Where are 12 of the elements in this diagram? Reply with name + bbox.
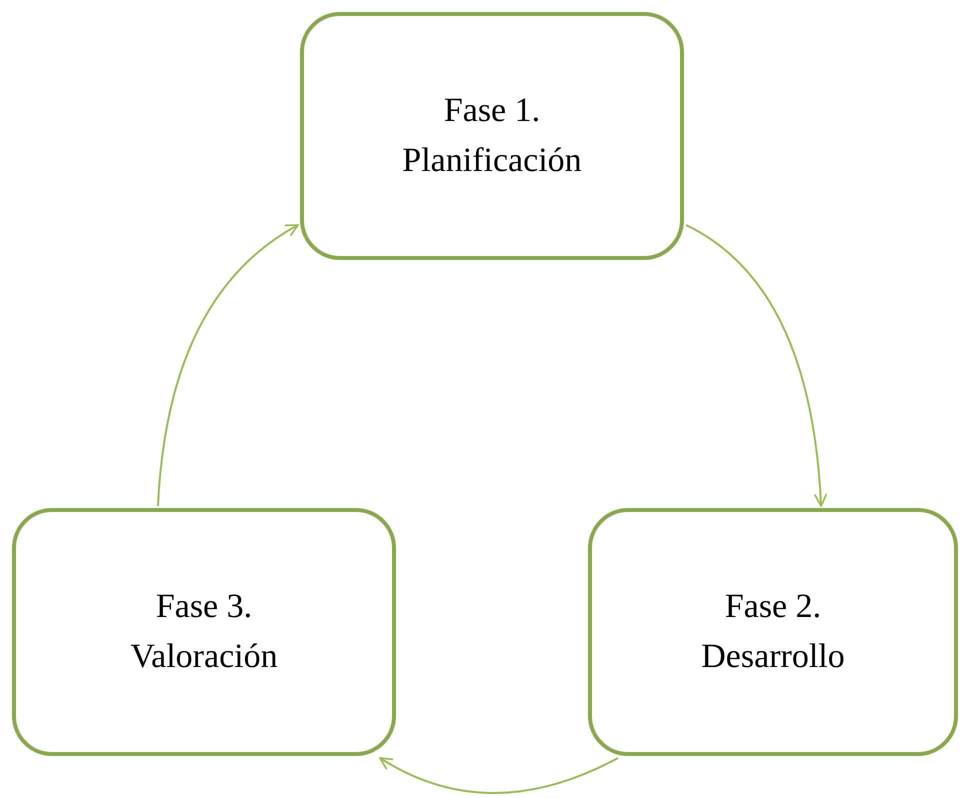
curved-arrow — [686, 224, 827, 507]
curved-arrow — [156, 224, 299, 506]
phase-name: Valoración — [130, 637, 278, 677]
phase-box — [300, 12, 684, 260]
phase-box — [588, 508, 958, 756]
phase-number: Fase 2. — [724, 587, 822, 627]
phase-name: Desarrollo — [701, 637, 845, 677]
phase-number: Fase 1. — [444, 91, 540, 131]
phase-box — [12, 508, 396, 756]
curved-arrow — [379, 757, 618, 794]
phase-number: Fase 3. — [156, 587, 252, 627]
phase-name: Planificación — [402, 141, 582, 181]
